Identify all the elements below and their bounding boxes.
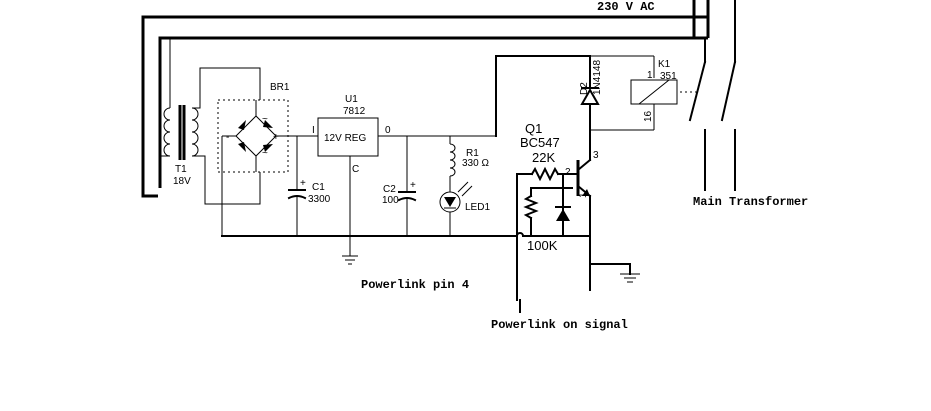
resistor-r1-led1 bbox=[439, 136, 473, 236]
supply-line bbox=[495, 55, 655, 137]
transformer-t1 bbox=[160, 38, 261, 205]
u1-value: 7812 bbox=[343, 106, 366, 117]
base-network bbox=[516, 166, 579, 313]
r-100k-value: 100K bbox=[527, 238, 558, 253]
reg-out-pin: 0 bbox=[385, 125, 391, 136]
q1-pin3: 3 bbox=[593, 150, 599, 161]
capacitor-c1 bbox=[287, 136, 307, 236]
k1-value: 351 bbox=[660, 71, 677, 82]
t1-value: 18V bbox=[173, 176, 191, 187]
powerlink-signal-label: Powerlink on signal bbox=[491, 318, 628, 332]
reg-in-pin: I bbox=[312, 125, 315, 136]
c2-value: 100 bbox=[382, 195, 399, 206]
br1-ac1: ~ bbox=[262, 114, 268, 125]
capacitor-c2 bbox=[397, 136, 417, 236]
q1-pin2: 2 bbox=[565, 167, 571, 178]
k1-pin1: 1 bbox=[647, 70, 653, 81]
br1-plus: + bbox=[273, 132, 279, 143]
q1-value: BC547 bbox=[520, 135, 560, 150]
br1-label: BR1 bbox=[270, 82, 290, 93]
k1-ref: K1 bbox=[658, 59, 671, 70]
q1-ref: Q1 bbox=[525, 121, 542, 136]
c2-ref: C2 bbox=[383, 184, 396, 195]
transistor-q1 bbox=[576, 129, 640, 291]
r1-value: 330 Ω bbox=[462, 158, 489, 169]
r1-ref: R1 bbox=[466, 148, 479, 159]
main-transformer-label: Main Transformer bbox=[693, 195, 808, 209]
c1-plus: + bbox=[300, 178, 306, 189]
diode-d2 bbox=[580, 79, 600, 131]
powerlink-pin4-label: Powerlink pin 4 bbox=[361, 278, 469, 292]
mains-label: 230 V AC bbox=[597, 0, 655, 14]
d2-value: 1N4148 bbox=[592, 60, 603, 95]
c1-ref: C1 bbox=[312, 182, 325, 193]
br1-ac2: ~ bbox=[262, 148, 268, 159]
k1-pin16: 16 bbox=[643, 110, 654, 122]
bridge-rectifier-br1 bbox=[217, 99, 318, 236]
t1-ref: T1 bbox=[175, 164, 187, 175]
u1-ref: U1 bbox=[345, 94, 358, 105]
c2-plus: + bbox=[410, 180, 416, 191]
r-base-value: 22K bbox=[532, 150, 555, 165]
relay-k1 bbox=[590, 79, 697, 131]
br1-minus: - bbox=[226, 132, 229, 143]
ground-bus bbox=[221, 232, 591, 238]
reg-body-label: 12V REG bbox=[324, 133, 366, 144]
q1-pin1: 1 bbox=[578, 192, 589, 198]
led1-label: LED1 bbox=[465, 202, 490, 213]
reg-com-pin: C bbox=[352, 164, 359, 175]
d2-ref: D2 bbox=[579, 82, 590, 95]
c1-value: 3300 bbox=[308, 194, 331, 205]
regulator-u1 bbox=[317, 117, 496, 265]
mains-wiring bbox=[141, 0, 737, 198]
